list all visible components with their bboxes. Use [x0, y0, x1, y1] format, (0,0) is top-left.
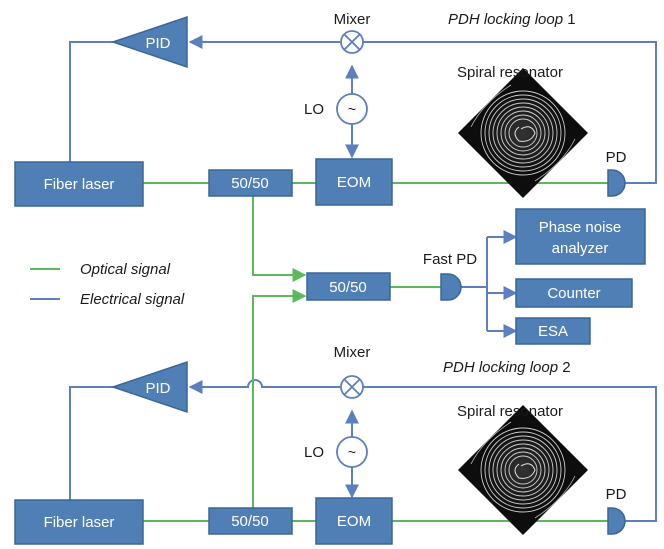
mixer-1 [340, 30, 364, 54]
pd-2 [607, 507, 626, 535]
pid-1: PID [110, 15, 188, 69]
counter-box: Counter [515, 278, 633, 308]
wire-pid1-to-laser1 [69, 41, 113, 162]
legend-electrical-label: Electrical signal [80, 291, 185, 308]
splitter-2: 50/50 [208, 507, 293, 535]
pd-1 [607, 169, 626, 197]
pd-1-label: PD [606, 149, 627, 166]
eom-2: EOM [315, 497, 393, 545]
loop-1-title-text: PDH locking loop [448, 11, 563, 28]
splitter-1-label: 50/50 [231, 175, 269, 192]
splitter-2-label: 50/50 [231, 513, 269, 530]
local-oscillator-icon [336, 436, 368, 468]
wire-pd1-to-mixer1 [363, 41, 657, 184]
spiral-resonator-2-label: Spiral resonator [457, 403, 563, 420]
wire-mixer2-to-pid2 [188, 379, 340, 394]
esa-label: ESA [538, 323, 568, 340]
wire-pid2-to-laser2 [69, 386, 113, 508]
mixer-2 [340, 375, 364, 399]
phase-noise-label-2: analyzer [552, 240, 609, 257]
fiber-laser-1: Fiber laser [14, 161, 144, 207]
pid-2-label: PID [145, 380, 170, 397]
amplifier-triangle-icon [110, 15, 188, 69]
lo-2: ~ [336, 436, 368, 468]
esa-box: ESA [515, 317, 591, 345]
spiral-resonator-1-label: Spiral resonator [457, 64, 563, 81]
amplifier-triangle-icon [110, 360, 188, 414]
path-splitter2-to-combiner [252, 289, 307, 508]
spiral-resonator-image [458, 405, 588, 535]
fast-pd [440, 273, 462, 301]
legend: Optical signal Electrical signal [30, 261, 185, 308]
combiner-label: 50/50 [329, 279, 367, 296]
lo-1: ~ [336, 93, 368, 125]
fast-pd-label: Fast PD [423, 251, 477, 268]
electrical-wires [69, 35, 657, 522]
optical-paths [143, 182, 608, 522]
splitter-1: 50/50 [208, 169, 293, 197]
photodiode-icon [607, 507, 626, 535]
spiral-resonator-2 [458, 405, 588, 535]
pid-1-label: PID [145, 35, 170, 52]
photodiode-icon [440, 273, 462, 301]
loop-2-title-num: 2 [558, 359, 571, 376]
lo-1-symbol: ~ [348, 101, 356, 117]
spiral-resonator-1 [458, 68, 588, 198]
phase-noise-analyzer: Phase noise analyzer [515, 208, 646, 265]
fiber-laser-1-label: Fiber laser [44, 176, 115, 193]
loop-2-title-text: PDH locking loop [443, 359, 558, 376]
lo-2-symbol: ~ [348, 444, 356, 460]
pid-2: PID [110, 360, 188, 414]
lo-2-label: LO [304, 444, 324, 461]
eom-1: EOM [315, 158, 393, 206]
eom-2-label: EOM [337, 513, 371, 530]
combiner: 50/50 [306, 272, 391, 301]
wire-pd2-to-mixer2 [363, 386, 657, 522]
pd-2-label: PD [606, 486, 627, 503]
lo-1-label: LO [304, 101, 324, 118]
fiber-laser-2-label: Fiber laser [44, 514, 115, 531]
mixer-2-label: Mixer [334, 344, 371, 361]
eom-1-label: EOM [337, 174, 371, 191]
loop-1-title-num: 1 [563, 11, 576, 28]
path-splitter1-to-combiner [252, 196, 307, 282]
loop-1-title: PDH locking loop 1 [448, 11, 576, 28]
phase-noise-label-1: Phase noise [539, 219, 622, 236]
local-oscillator-icon [336, 93, 368, 125]
loop-2-title: PDH locking loop 2 [443, 359, 571, 376]
mixer-1-label: Mixer [334, 11, 371, 28]
counter-label: Counter [547, 285, 600, 302]
legend-optical-label: Optical signal [80, 261, 171, 278]
fiber-laser-2: Fiber laser [14, 499, 144, 545]
spiral-resonator-image [458, 68, 588, 198]
photodiode-icon [607, 169, 626, 197]
